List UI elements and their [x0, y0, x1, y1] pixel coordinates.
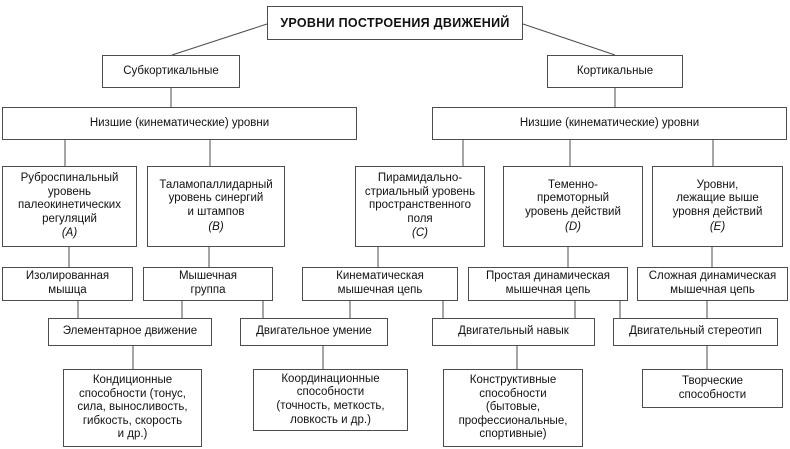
node-level-d-letter: (D) — [565, 220, 581, 233]
node-kinematic-chain-label: Кинематическая мышечная цепь — [336, 270, 424, 296]
node-complex-dynamic-chain-label: Сложная динамическая мышечная цепь — [648, 270, 777, 296]
node-constructive-abilities-label: Конструктивные способности (бытовые, про… — [458, 374, 568, 441]
node-subcortical-label: Субкортикальные — [123, 64, 219, 77]
node-level-c-label: Пирамидально- стриальный уровень простра… — [364, 172, 476, 225]
node-level-a-letter: (A) — [61, 227, 78, 240]
node-level-e-label: Уровни, лежащие выше уровня действий — [672, 178, 763, 218]
node-level-b: Таламопаллидарный уровень синергий и шта… — [147, 166, 285, 247]
node-simple-dynamic-chain: Простая динамическая мышечная цепь — [468, 267, 628, 301]
node-kinematic-chain: Кинематическая мышечная цепь — [302, 267, 458, 301]
node-muscle-group-label: Мышечная группа — [178, 270, 238, 296]
node-level-d-label: Теменно- премоторный уровень действий — [525, 178, 621, 218]
node-simple-dynamic-chain-label: Простая динамическая мышечная цепь — [485, 270, 611, 296]
node-subcortical: Субкортикальные — [102, 55, 240, 88]
node-elementary-movement: Элементарное движение — [48, 318, 212, 346]
node-motor-stereotype-label: Двигательный стереотип — [629, 325, 762, 338]
node-level-b-letter: (B) — [208, 220, 224, 233]
node-complex-dynamic-chain: Сложная динамическая мышечная цепь — [637, 267, 788, 301]
edge-title-subcortical — [171, 23, 268, 56]
node-isolated-muscle-label: Изолированная мышца — [25, 270, 110, 296]
node-conditional-abilities: Кондиционные способности (тонус, сила, в… — [63, 369, 202, 447]
node-level-a: Руброспинальный уровень палеокинетически… — [2, 166, 137, 247]
node-creative-abilities: Творческие способности — [642, 369, 783, 408]
node-lower-levels-left-label: Низшие (кинематические) уровни — [89, 116, 270, 129]
node-level-d: Теменно- премоторный уровень действий (D… — [503, 166, 643, 247]
node-isolated-muscle: Изолированная мышца — [2, 267, 133, 301]
node-level-e-letter: (E) — [709, 220, 726, 233]
node-level-a-label: Руброспинальный уровень палеокинетически… — [18, 172, 121, 225]
node-lower-levels-right-label: Низшие (кинематические) уровни — [519, 116, 700, 129]
node-level-e: Уровни, лежащие выше уровня действий (E) — [652, 166, 783, 247]
node-cortical: Кортикальные — [547, 55, 683, 88]
node-motor-habit: Двигательный навык — [432, 318, 595, 346]
diagram-title: УРОВНИ ПОСТРОЕНИЯ ДВИЖЕНИЙ — [267, 6, 523, 40]
node-motor-skill-umenie-label: Двигательное умение — [256, 325, 372, 338]
node-motor-skill-umenie: Двигательное умение — [240, 318, 388, 346]
node-creative-abilities-label: Творческие способности — [678, 374, 747, 401]
node-constructive-abilities: Конструктивные способности (бытовые, про… — [443, 369, 583, 447]
node-muscle-group: Мышечная группа — [143, 267, 273, 301]
diagram-title-label: УРОВНИ ПОСТРОЕНИЯ ДВИЖЕНИЙ — [280, 15, 510, 30]
edge-title-cortical — [522, 23, 616, 56]
node-level-c-letter: (C) — [412, 227, 428, 240]
node-lower-levels-left: Низшие (кинематические) уровни — [2, 107, 357, 140]
node-lower-levels-right: Низшие (кинематические) уровни — [432, 107, 787, 140]
node-elementary-movement-label: Элементарное движение — [62, 325, 198, 338]
node-motor-stereotype: Двигательный стереотип — [613, 318, 778, 346]
node-coordination-abilities-label: Координационные способности (точность, м… — [276, 372, 385, 426]
node-coordination-abilities: Координационные способности (точность, м… — [253, 369, 408, 431]
node-motor-habit-label: Двигательный навык — [458, 325, 569, 338]
node-conditional-abilities-label: Кондиционные способности (тонус, сила, в… — [77, 374, 188, 441]
node-level-c: Пирамидально- стриальный уровень простра… — [355, 166, 485, 247]
node-level-b-label: Таламопаллидарный уровень синергий и шта… — [159, 178, 273, 218]
node-cortical-label: Кортикальные — [576, 64, 654, 77]
